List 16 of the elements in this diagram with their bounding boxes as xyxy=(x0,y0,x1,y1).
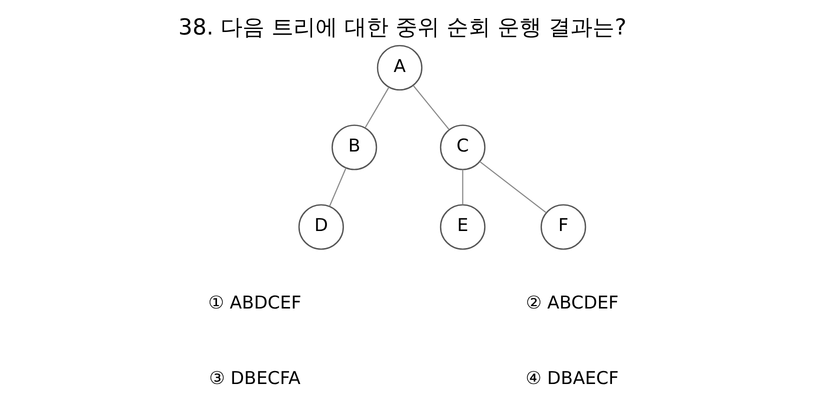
label: ② ABCDEF xyxy=(525,294,618,314)
label: ① ABDCEF xyxy=(208,294,301,314)
connector xyxy=(412,85,449,130)
diagram-title: 38. 다음 트리에 대한 중위 순회 운행 결과는? xyxy=(178,14,626,41)
connector xyxy=(364,86,389,128)
label: ③ DBECFA xyxy=(208,368,300,389)
node-circle: A xyxy=(376,44,422,91)
node-circle: F xyxy=(540,204,586,250)
node-circle: B xyxy=(331,124,377,170)
node-circle: E xyxy=(439,204,485,250)
node-circle: C xyxy=(439,124,485,170)
connector xyxy=(478,161,546,214)
connector xyxy=(328,168,346,206)
label: ④ DBAECF xyxy=(525,368,618,389)
connector xyxy=(462,170,463,205)
node-circle: D xyxy=(298,204,344,250)
